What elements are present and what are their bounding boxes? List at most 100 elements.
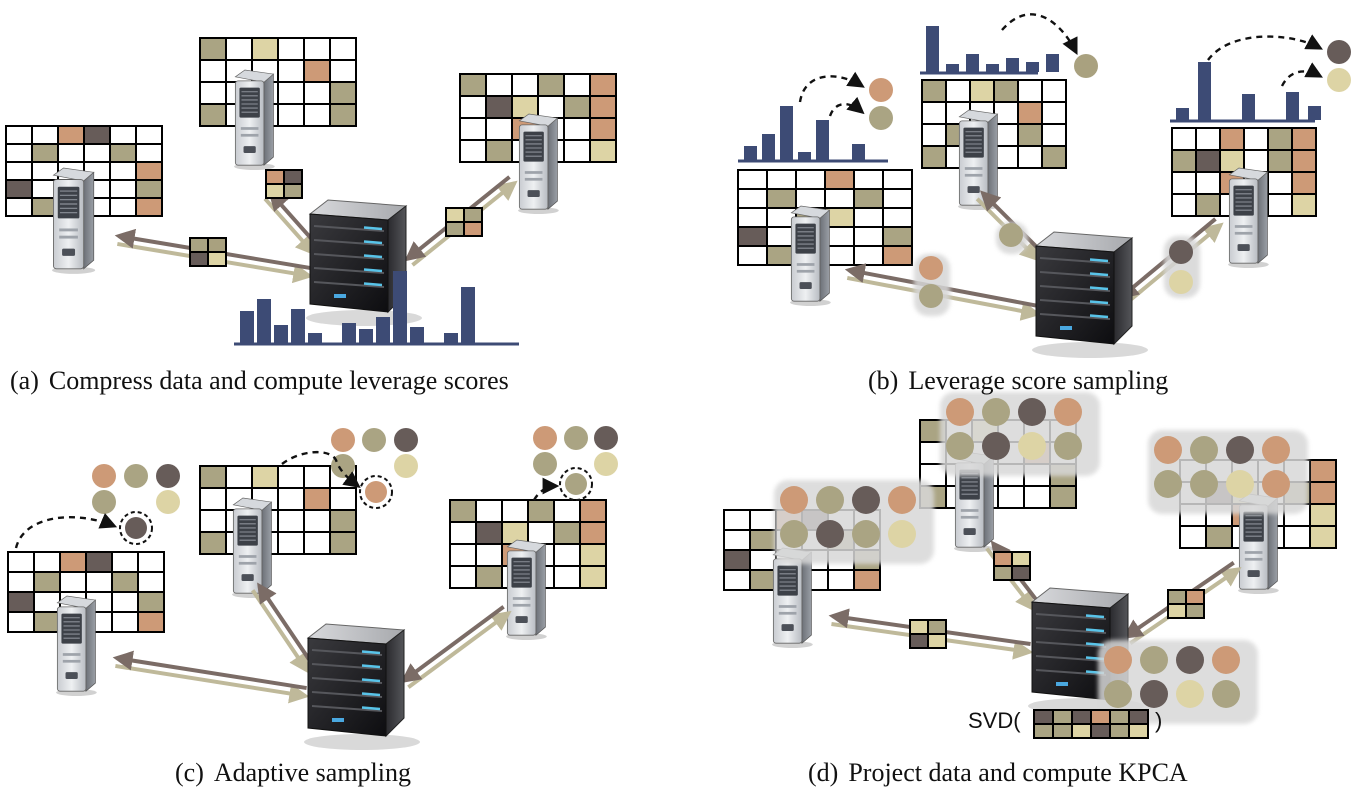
a-grid-left-cell: [135, 125, 163, 145]
a-grid-left-cell: [31, 125, 59, 145]
d-projected-left-dot: [852, 520, 880, 548]
c-main-server: [304, 623, 420, 750]
b-sampled-dot-4: [1327, 40, 1351, 64]
b-grid-top-cell: [1041, 145, 1067, 169]
c-grid-left-cell: [33, 551, 61, 573]
a-main-server-led: [363, 226, 383, 231]
a-sketch-left-cell: [189, 237, 209, 253]
c-main-server-side: [385, 628, 405, 738]
a-main-server-slot: [313, 267, 385, 274]
a-client-left-drive: [59, 235, 78, 239]
a-main-server-led: [363, 254, 383, 259]
c-candidate-dot: [92, 464, 116, 488]
c-main-server-slot: [311, 677, 383, 684]
d-sketch-right-cell: [1167, 589, 1187, 605]
d-sketch-left-cell: [927, 633, 947, 649]
a-grid-left-cell: [57, 143, 85, 163]
b-grid-right-cell: [1219, 127, 1245, 151]
a-link-top-up: [263, 197, 316, 256]
a-grid-left-cell: [5, 179, 33, 199]
c-selected-dot-2: [365, 481, 387, 503]
c-grid-top-cell: [303, 531, 331, 555]
b-grid-right-cell: [1243, 127, 1269, 151]
b-bars-left: [738, 106, 888, 163]
b-grid-right-cell: [1267, 171, 1293, 195]
c-candidate-dot: [331, 428, 355, 452]
a-main-server-slot: [313, 239, 385, 246]
b-grid-left-cell: [824, 188, 855, 209]
d-grid-left-cell: [723, 529, 751, 551]
c-link-top-up: [251, 589, 309, 674]
b-sampled-dot-2: [869, 106, 893, 130]
a-grid-top-cell: [329, 103, 357, 127]
b-main-server-slot: [1039, 271, 1111, 278]
d-projected-left-dot: [888, 520, 916, 548]
c-client-top: [232, 497, 273, 598]
d-grid-right-cell: [1309, 459, 1337, 483]
a-main-server-front: [309, 213, 389, 313]
b-client-top: [958, 109, 999, 210]
c-client-right-side: [535, 543, 546, 636]
c-grid-left-cell: [111, 611, 139, 633]
c-candidate-dot: [156, 464, 180, 488]
a-grid-left-cell: [135, 197, 163, 217]
c-grid-right-cell: [579, 543, 607, 567]
a-grid-right-cell: [459, 73, 487, 97]
b-grid-right-cell: [1195, 171, 1221, 195]
d-projected-top-dot: [946, 432, 974, 460]
b-main-server-led: [1089, 314, 1109, 319]
b-grid-right-cell: [1267, 149, 1293, 173]
b-arrow-2: [828, 96, 865, 117]
b-main-server-slot: [1039, 257, 1111, 264]
b-client-right-drive: [1234, 231, 1253, 235]
a-client-left-drive: [59, 228, 78, 232]
b-grid-right-cell: [1291, 127, 1317, 151]
b-client-right: [1228, 167, 1269, 268]
a-leverage-bars-bar: [291, 309, 305, 343]
b-grid-left-cell: [882, 207, 913, 228]
c-selected-dot-3: [565, 473, 587, 495]
b-grid-left-cell: [853, 245, 884, 266]
d-projected-top-dot: [1018, 432, 1046, 460]
svd-close-paren: ): [1155, 708, 1163, 733]
d-client-top-drive: [960, 515, 979, 519]
d-sketch-top-cell: [993, 565, 1013, 581]
caption-b: (b)Leverage score sampling: [868, 366, 1168, 396]
d-projected-left: [774, 480, 934, 564]
d-projected-center-dot: [1140, 646, 1168, 674]
b-client-left: [790, 205, 831, 306]
c-grid-right-cell: [579, 565, 607, 589]
d-grid-left-cell: [749, 569, 777, 591]
c-main-server-led: [361, 706, 381, 711]
b-main-server-slot: [1039, 313, 1111, 320]
c-client-right-top: [506, 539, 547, 553]
a-client-top-drive: [240, 133, 259, 137]
d-svd-matrix: [1033, 709, 1149, 739]
a-sketch-top-cell: [265, 169, 285, 185]
b-bars-right-bar: [1176, 108, 1189, 120]
a-client-right-side: [547, 117, 558, 210]
a-grid-left-cell: [83, 143, 111, 163]
b-bars-left-bar: [780, 106, 793, 160]
c-link-left: [112, 650, 310, 704]
d-main-server-led: [1085, 628, 1105, 633]
a-main-server-led: [363, 268, 383, 273]
a-grid-right-cell: [537, 95, 565, 119]
a-grid-left-cell: [5, 143, 33, 163]
d-svd-matrix-cell: [1033, 723, 1054, 739]
c-main-server-led: [361, 692, 381, 697]
c-grid-right-cell: [475, 543, 503, 567]
d-client-left: [772, 547, 813, 648]
c-main-server-shadow: [304, 734, 420, 750]
b-grid-left-cell: [853, 169, 884, 190]
b-grid-left-cell: [882, 188, 913, 209]
b-grid-right-cell: [1267, 127, 1293, 151]
d-projected-right-dot: [1226, 470, 1254, 498]
a-grid-left-cell: [5, 161, 33, 181]
c-candidate-dot: [564, 426, 588, 450]
a-client-top-vent: [243, 146, 256, 153]
a-grid-right-cell: [563, 117, 591, 141]
b-grid-right-cell: [1171, 193, 1197, 217]
b-client-right-drive: [1234, 225, 1253, 228]
